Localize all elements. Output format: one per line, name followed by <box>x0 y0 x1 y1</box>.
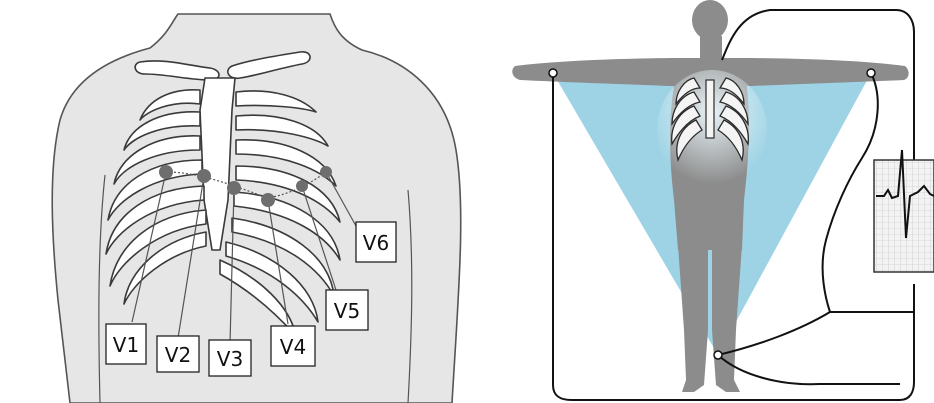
ecg-monitor <box>874 150 934 272</box>
lead-text-v2: V2 <box>165 343 191 367</box>
wire-leg-return <box>718 355 900 384</box>
electrode-v6 <box>320 166 332 178</box>
lead-label-v5: V5 <box>326 290 368 330</box>
left-leg <box>678 245 708 392</box>
lead-text-v1: V1 <box>113 333 139 357</box>
chest-diagram: V1 V2 V3 V4 V5 V6 <box>52 14 461 403</box>
lead-label-v1: V1 <box>106 324 146 364</box>
lead-text-v5: V5 <box>334 299 360 323</box>
lead-label-v3: V3 <box>209 340 251 376</box>
electrode-v1 <box>159 165 173 179</box>
electrode-v2 <box>197 169 211 183</box>
electrode-left-arm <box>549 69 557 77</box>
lead-text-v3: V3 <box>217 347 243 371</box>
einthoven-diagram <box>512 0 934 400</box>
lead-text-v4: V4 <box>280 335 306 359</box>
lead-text-v6: V6 <box>363 231 389 255</box>
lead-label-v6: V6 <box>356 222 396 262</box>
electrode-right-arm <box>867 69 875 77</box>
electrode-left-leg <box>714 351 722 359</box>
lead-label-v4: V4 <box>271 326 315 366</box>
head <box>692 0 728 40</box>
electrode-v4 <box>261 193 275 207</box>
electrode-v5 <box>296 180 308 192</box>
lead-label-v2: V2 <box>157 336 199 372</box>
electrode-v3 <box>227 181 241 195</box>
